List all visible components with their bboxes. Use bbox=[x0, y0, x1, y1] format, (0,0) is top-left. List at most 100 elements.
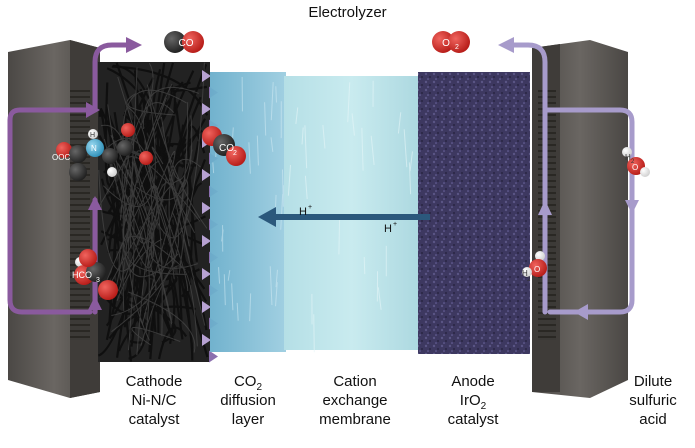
cathode-layer bbox=[97, 62, 210, 362]
gdl-texture bbox=[231, 283, 234, 311]
membrane-texture bbox=[409, 151, 413, 172]
membrane-texture bbox=[301, 127, 304, 145]
carbon-fiber bbox=[151, 306, 177, 344]
left-end-plate bbox=[8, 40, 100, 398]
cathode-label: Cathode Ni-N/C catalyst bbox=[125, 373, 183, 428]
gdl-texture bbox=[212, 162, 215, 174]
carbon-fiber bbox=[147, 216, 198, 269]
water-h-label: H bbox=[625, 153, 631, 162]
carbon-fiber bbox=[128, 291, 196, 353]
carbon-fiber bbox=[128, 279, 153, 360]
svg-text:+: + bbox=[308, 204, 312, 211]
membrane-texture bbox=[304, 125, 308, 169]
carbon-fiber bbox=[132, 62, 205, 239]
carbon-fiber bbox=[126, 92, 176, 116]
membrane-texture bbox=[351, 113, 355, 136]
gdl-texture bbox=[249, 293, 252, 322]
gdl-texture bbox=[270, 82, 274, 121]
carbon-fiber bbox=[128, 84, 173, 341]
membrane-texture bbox=[287, 164, 292, 196]
catalyst-particle bbox=[202, 268, 211, 280]
bicarbonate-subscript: 3 bbox=[96, 277, 100, 284]
o2-subscript: 2 bbox=[455, 44, 459, 51]
cathode-flow-arrowheads bbox=[86, 37, 142, 310]
anode-layer bbox=[418, 72, 530, 354]
carbon-fiber bbox=[97, 62, 154, 209]
membrane-texture bbox=[295, 107, 299, 125]
co2-label: CO bbox=[219, 143, 234, 154]
membrane-texture bbox=[361, 127, 364, 171]
carbon-fiber bbox=[131, 327, 181, 346]
carbon-fiber bbox=[167, 165, 206, 326]
membrane-texture bbox=[408, 162, 412, 195]
membrane-texture bbox=[347, 82, 351, 123]
glycinate-n-label: N bbox=[91, 144, 97, 153]
membrane-texture bbox=[363, 256, 366, 275]
membrane-texture bbox=[377, 287, 382, 310]
gdl-texture bbox=[270, 137, 274, 152]
proton-label-2: H + bbox=[384, 221, 397, 235]
carbon-fiber bbox=[135, 124, 185, 280]
carbon-fiber bbox=[125, 106, 153, 259]
carbon-fiber bbox=[97, 136, 169, 357]
gdl-texture bbox=[223, 274, 226, 306]
gdl-texture bbox=[281, 169, 284, 207]
carbon-fiber bbox=[119, 102, 175, 221]
gdl-texture bbox=[236, 302, 239, 321]
catalyst-particle bbox=[202, 169, 211, 181]
gdl-texture bbox=[280, 194, 284, 230]
membrane-texture bbox=[322, 125, 326, 149]
proton-transport-arrow bbox=[258, 207, 430, 227]
co2-subscript: 2 bbox=[233, 150, 237, 157]
membrane-texture bbox=[313, 314, 315, 353]
carbon-fiber bbox=[108, 280, 147, 344]
catalyst-particle bbox=[209, 350, 218, 363]
anode-water-subscript: 2 bbox=[527, 277, 531, 283]
diagram-title: Electrolyzer bbox=[308, 4, 387, 21]
cation-exchange-membrane bbox=[284, 76, 420, 353]
glycinate-ooc-label: OOC bbox=[52, 153, 70, 162]
glycinate-h-label: H bbox=[90, 132, 95, 139]
gdl-texture bbox=[269, 266, 273, 306]
bicarbonate-label: HCO bbox=[72, 270, 92, 280]
carbon-fiber bbox=[116, 238, 163, 301]
gdl-texture bbox=[275, 194, 277, 208]
membrane-texture bbox=[304, 175, 308, 200]
water-molecule-anode: H O 2 bbox=[522, 251, 547, 283]
catalyst-particle bbox=[202, 103, 211, 115]
carbon-fiber bbox=[140, 265, 198, 347]
gdl-texture bbox=[264, 102, 267, 136]
catalyst-particle bbox=[202, 301, 211, 313]
catalyst-particle bbox=[202, 202, 211, 214]
carbon-fiber bbox=[100, 124, 135, 351]
co-molecule-label: CO bbox=[179, 38, 194, 49]
anode-water-o-label: O bbox=[534, 265, 540, 274]
gdl-texture bbox=[275, 86, 277, 103]
o2-molecule-out: O 2 bbox=[432, 31, 470, 53]
svg-text:H: H bbox=[299, 206, 307, 218]
right-end-plate bbox=[532, 40, 628, 398]
membrane-label: Cation exchange membrane bbox=[319, 373, 391, 428]
gdl-texture bbox=[256, 135, 259, 166]
co2-molecule: CO 2 bbox=[202, 126, 246, 166]
bicarbonate-ion: HCO 3 bbox=[72, 249, 118, 300]
carbon-fiber bbox=[136, 115, 193, 201]
anode-flow-arrowheads bbox=[498, 37, 639, 320]
catalyst-particle bbox=[202, 235, 211, 247]
carbon-fiber bbox=[133, 162, 173, 325]
carbon-fiber bbox=[103, 138, 155, 269]
svg-text:+: + bbox=[393, 221, 397, 228]
gdl-texture bbox=[248, 142, 251, 174]
gdl-texture bbox=[275, 269, 278, 288]
proton-label-1: H + bbox=[299, 204, 312, 218]
gdl-texture bbox=[221, 229, 224, 242]
o2-label: O bbox=[442, 38, 450, 49]
gdl-texture bbox=[227, 270, 231, 281]
carbon-fiber bbox=[108, 305, 196, 340]
electrolyte-label: Dilute sulfuric acid bbox=[629, 373, 677, 428]
membrane-texture bbox=[397, 112, 402, 134]
co-molecule-out: CO bbox=[164, 31, 204, 53]
gdl-texture bbox=[275, 282, 278, 307]
gdl-texture bbox=[218, 267, 221, 284]
carbon-fiber bbox=[111, 102, 189, 317]
